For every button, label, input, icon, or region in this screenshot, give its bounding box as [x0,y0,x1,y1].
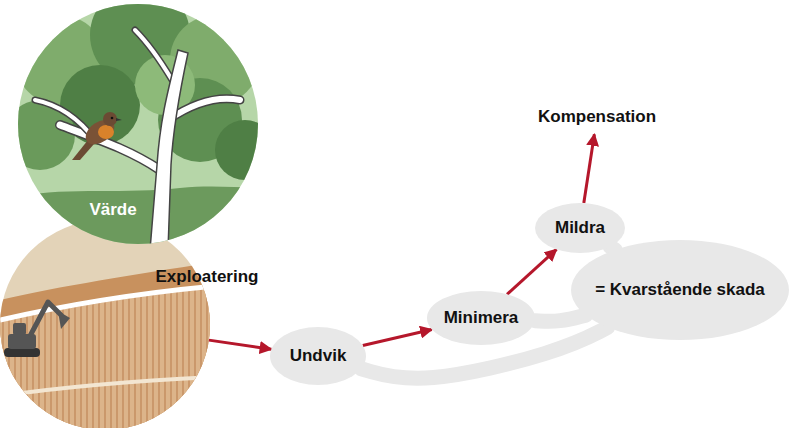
residual-bands [361,247,615,379]
tree-circle [0,0,280,260]
step-arrow [584,134,595,203]
step-arrow [209,340,271,349]
tree-trunk [35,30,240,170]
step-blob: Undvik [270,327,366,385]
step-arrow [507,249,556,294]
node-text: Exploatering [156,267,259,287]
bird [72,112,122,160]
outcome-label: Kompensation [534,104,660,130]
soil-circle [0,215,215,428]
result-blob: = Kvarstående skada [571,240,789,340]
node-text: Kompensation [538,107,656,127]
excavator [4,302,70,357]
node-text: Undvik [290,346,347,366]
step-arrow [363,329,432,345]
exploitation-circle: Exploatering [0,220,210,428]
value-circle: Värde [18,4,258,244]
foliage [5,0,275,180]
step-blob: Minimera [427,291,536,345]
node-text: = Kvarstående skada [595,280,765,300]
red-arrows [209,134,594,349]
node-text: Värde [89,200,136,220]
tree-stem [150,50,188,250]
node-text: Mildra [555,218,605,238]
residual-band [535,315,586,321]
step-blob: Mildra [535,203,625,253]
node-text: Minimera [444,308,519,328]
